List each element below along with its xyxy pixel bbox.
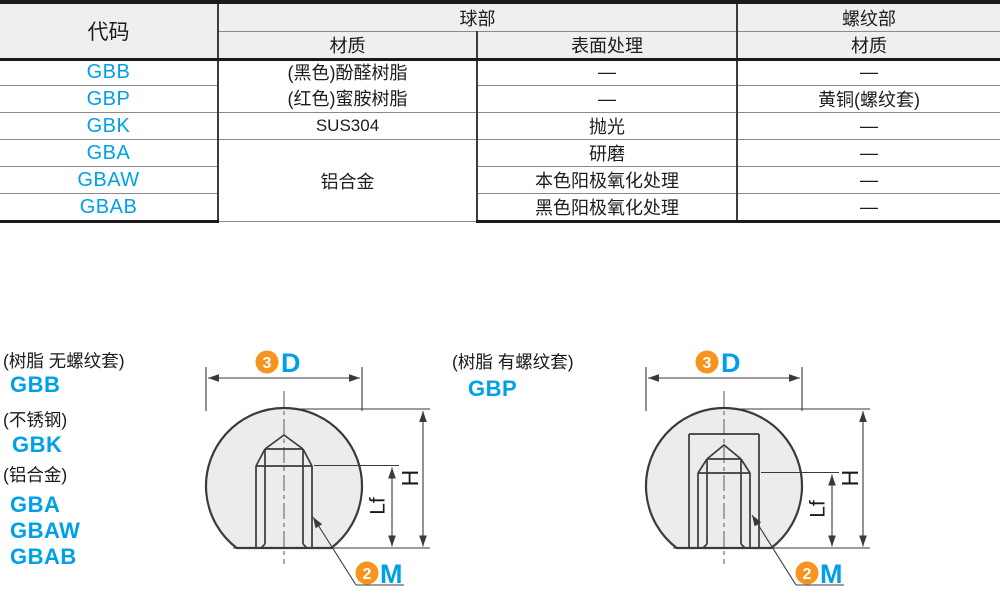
left-variant-note-resin: (树脂 无螺纹套) (3, 351, 125, 371)
left-variant-code-gbk: GBK (12, 432, 63, 457)
circled-number-3: 3 (703, 355, 712, 372)
cell-surface-gbk: 抛光 (476, 112, 737, 141)
cell-code-gba: GBA (0, 139, 218, 168)
material-gbb: (黑色)酚醛树脂 (287, 63, 408, 83)
cell-code-gbk: GBK (0, 112, 218, 141)
cell-material-gbk: SUS304 (217, 112, 477, 141)
circled-number-3-badge (695, 350, 719, 374)
cell-thread-gbp: 黄铜(螺纹套) (736, 85, 1000, 114)
cell-material-resin: (黑色)酚醛树脂 (红色)蜜胺树脂 (217, 59, 477, 114)
dim-label-d: D (721, 348, 741, 378)
dim-label-lf: Lf (807, 500, 830, 518)
table-row-gba: GBA 铝合金 研磨 — (0, 139, 1000, 223)
circled-number-3: 3 (263, 355, 272, 372)
cell-thread-gbk: — (736, 112, 1000, 141)
tapped-hole (697, 443, 751, 549)
circled-number-2: 2 (363, 566, 372, 583)
cell-material-aluminum: 铝合金 (217, 139, 477, 223)
table-row-gbaw: GBAW 本色阳极氧化处理 — (0, 166, 1000, 195)
cell-surface-gbp: — (476, 85, 737, 114)
cell-surface-gbb: — (476, 59, 737, 86)
circled-number-2-badge (795, 561, 819, 585)
left-variant-note-aluminum: (铝合金) (3, 465, 68, 485)
left-variant-code-gbab: GBAB (10, 544, 77, 569)
left-variant-code-gba: GBA (10, 492, 61, 517)
spec-table: 代码 球部 螺纹部 材质 表面处理 材质 GBB (黑色)酚醛树脂 (红色)蜜胺… (0, 0, 1000, 224)
cell-surface-gbaw: 本色阳极氧化处理 (476, 166, 737, 195)
left-variant-code-gbb: GBB (10, 372, 61, 397)
left-variant-note-steel: (不锈钢) (3, 410, 68, 430)
circled-number-3-badge (255, 350, 279, 374)
diagram-ball-knob-with-insert: 3 D H Lf 2 M (644, 348, 870, 589)
header-ball-surface: 表面处理 (476, 31, 737, 61)
cell-thread-gbb: — (736, 59, 1000, 86)
header-thread-material: 材质 (736, 31, 1000, 61)
circled-number-2: 2 (803, 566, 812, 583)
tapped-hole (255, 433, 313, 549)
diagram-ball-knob-no-insert: 3 D H Lf 2 M (204, 348, 430, 589)
cell-thread-gbaw: — (736, 166, 1000, 195)
header-code: 代码 (0, 2, 218, 61)
dim-label-lf: Lf (367, 497, 390, 515)
cell-surface-gba: 研磨 (476, 139, 737, 168)
cell-surface-gbab: 黑色阳极氧化处理 (476, 193, 737, 224)
cell-thread-gba: — (736, 139, 1000, 168)
dim-label-h: H (397, 470, 423, 487)
cell-thread-gbab: — (736, 193, 1000, 224)
threaded-insert (688, 433, 760, 548)
table-row-gbab: GBAB 黑色阳极氧化处理 — (0, 193, 1000, 224)
material-gbp: (红色)蜜胺树脂 (287, 88, 408, 109)
header-thread-group: 螺纹部 (736, 2, 1000, 32)
table-row-gbk: GBK SUS304 抛光 — (0, 112, 1000, 141)
header-ball-material: 材质 (217, 31, 477, 61)
header-ball-group: 球部 (217, 2, 737, 32)
cell-code-gbaw: GBAW (0, 166, 218, 195)
cell-code-gbb: GBB (0, 59, 218, 86)
circled-number-2-badge (355, 561, 379, 585)
right-variant-code-gbp: GBP (468, 376, 518, 401)
right-variant-note-resin: (树脂 有螺纹套) (452, 352, 574, 372)
dim-label-m: M (380, 559, 403, 589)
dim-label-d: D (281, 348, 301, 378)
table-row-gbp: GBP — 黄铜(螺纹套) (0, 85, 1000, 114)
table-row-gbb: GBB (黑色)酚醛树脂 (红色)蜜胺树脂 — — (0, 59, 1000, 114)
leader-line-m (751, 514, 797, 586)
left-variant-code-gbaw: GBAW (10, 518, 81, 543)
dim-label-h: H (837, 470, 863, 487)
dim-label-m: M (820, 559, 843, 589)
leader-line-m (312, 516, 357, 586)
cell-code-gbab: GBAB (0, 193, 218, 224)
cell-code-gbp: GBP (0, 85, 218, 114)
